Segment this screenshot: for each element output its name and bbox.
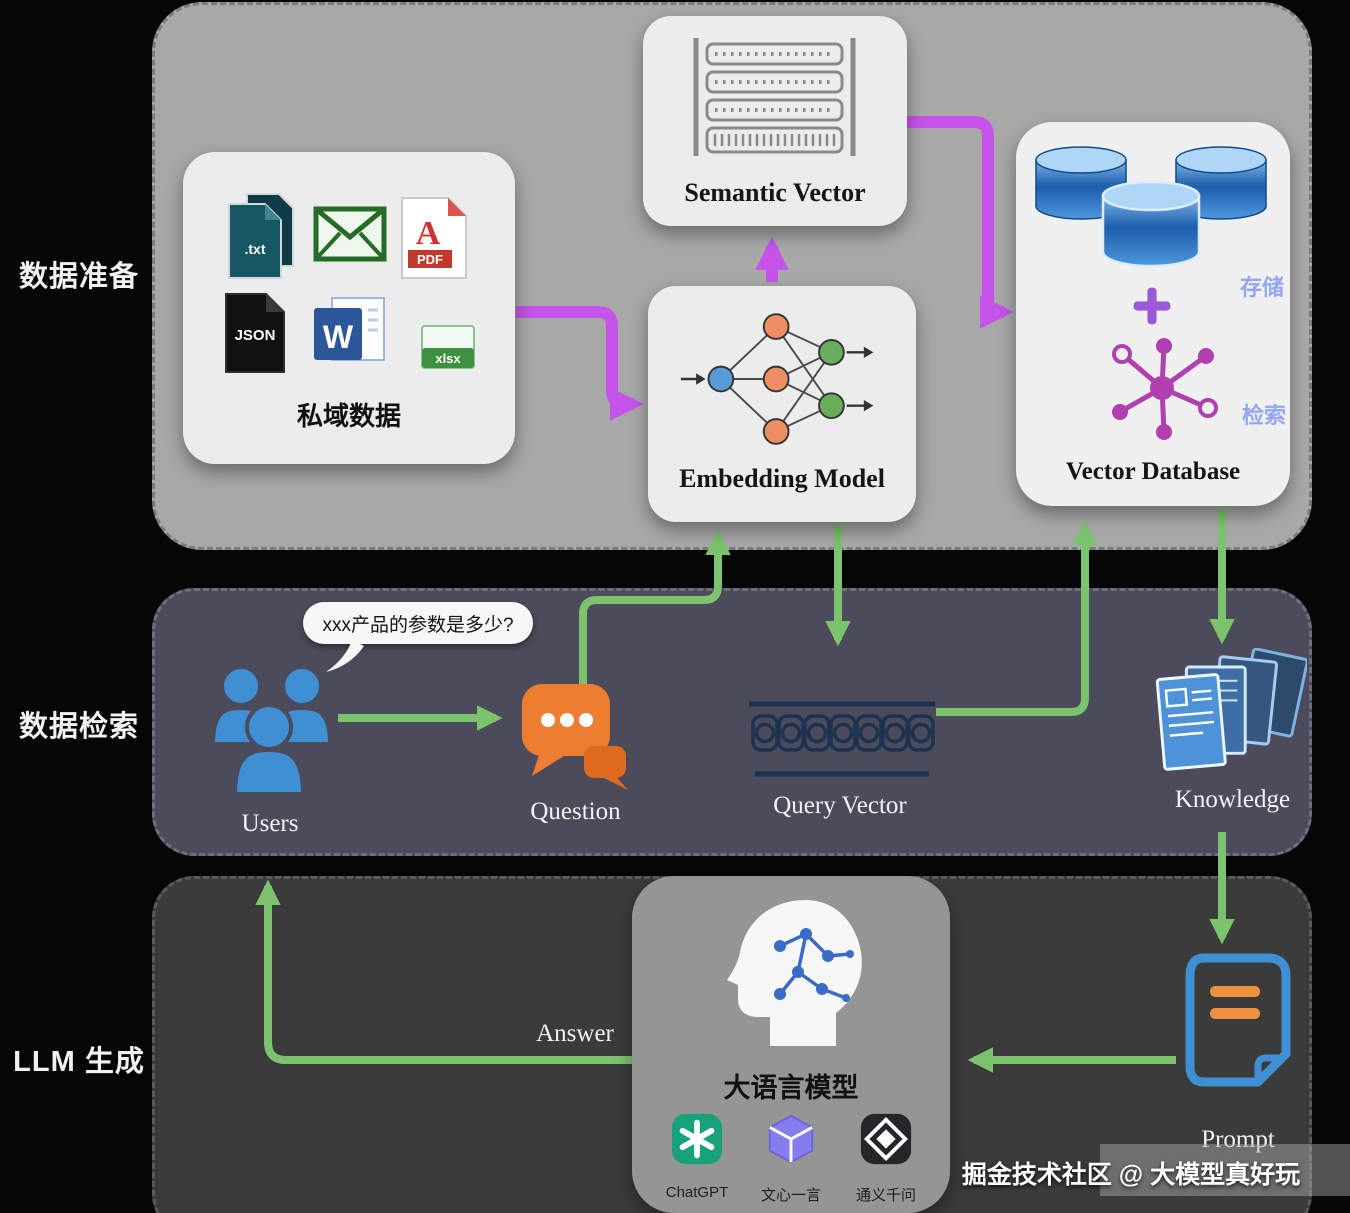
- question-speech-bubble: xxx产品的参数是多少?: [303, 602, 533, 644]
- pdf-badge-label: PDF: [417, 252, 443, 267]
- txt-file-label: .txt: [245, 241, 266, 257]
- word-letter: W: [323, 319, 354, 355]
- answer-label: Answer: [536, 1020, 614, 1047]
- prompt-label: Prompt: [1201, 1126, 1275, 1153]
- pdf-letter: A: [416, 215, 441, 252]
- vector-graph-icon: [1112, 338, 1218, 440]
- semantic-vector-icon: [693, 38, 856, 156]
- embedding-network-icon: [680, 313, 874, 445]
- chatgpt-logo-label: ChatGPT: [665, 1184, 729, 1201]
- section-label-llm-generation: LLM 生成: [13, 1046, 145, 1078]
- ai-head-icon: [727, 900, 862, 1046]
- speech-bubble-tail: [326, 640, 364, 672]
- query-vector-icon: [749, 701, 935, 777]
- embedding-model-title: Embedding Model: [679, 464, 885, 493]
- section-label-data-retrieval: 数据检索: [18, 711, 139, 743]
- database-cylinders-icon: [1035, 146, 1267, 268]
- email-icon: [313, 206, 387, 262]
- store-label: 存储: [1240, 275, 1285, 300]
- json-file-icon: JSON: [225, 293, 285, 373]
- users-icon: [210, 665, 333, 796]
- retrieve-label: 检索: [1242, 403, 1287, 428]
- tongyi-logo-icon: [860, 1113, 912, 1165]
- knowledge-label: Knowledge: [1174, 786, 1291, 813]
- watermark-background: [1100, 1144, 1350, 1196]
- tongyi-logo-label: 通义千问: [855, 1187, 916, 1204]
- watermark-text: 掘金技术社区 @ 大模型真好玩: [961, 1161, 1301, 1189]
- users-label: Users: [241, 810, 299, 837]
- private-data-title: 私域数据: [296, 401, 401, 431]
- json-file-label: JSON: [235, 327, 276, 344]
- vector-database-title: Vector Database: [1065, 458, 1241, 485]
- llm-model-title: 大语言模型: [723, 1073, 859, 1103]
- xlsx-file-icon: xlsx: [421, 325, 475, 369]
- question-bubble-text: xxx产品的参数是多少?: [322, 614, 514, 636]
- txt-file-icon: .txt: [228, 193, 294, 279]
- query-vector-label: Query Vector: [773, 792, 907, 819]
- wenxin-logo-label: 文心一言: [760, 1187, 821, 1204]
- question-chat-icon: [522, 684, 628, 790]
- semantic-vector-title: Semantic Vector: [684, 178, 866, 207]
- wenxin-logo-icon: [768, 1114, 814, 1164]
- chatgpt-logo-icon: [671, 1113, 723, 1165]
- section-label-data-prep: 数据准备: [18, 261, 139, 293]
- knowledge-docs-icon: [1155, 648, 1307, 771]
- prompt-doc-icon: [1185, 953, 1291, 1087]
- word-file-icon: W: [314, 297, 385, 361]
- plus-icon: [1133, 287, 1171, 325]
- pdf-file-icon: A PDF: [401, 197, 467, 279]
- question-label: Question: [530, 798, 621, 825]
- xlsx-label: xlsx: [435, 351, 461, 366]
